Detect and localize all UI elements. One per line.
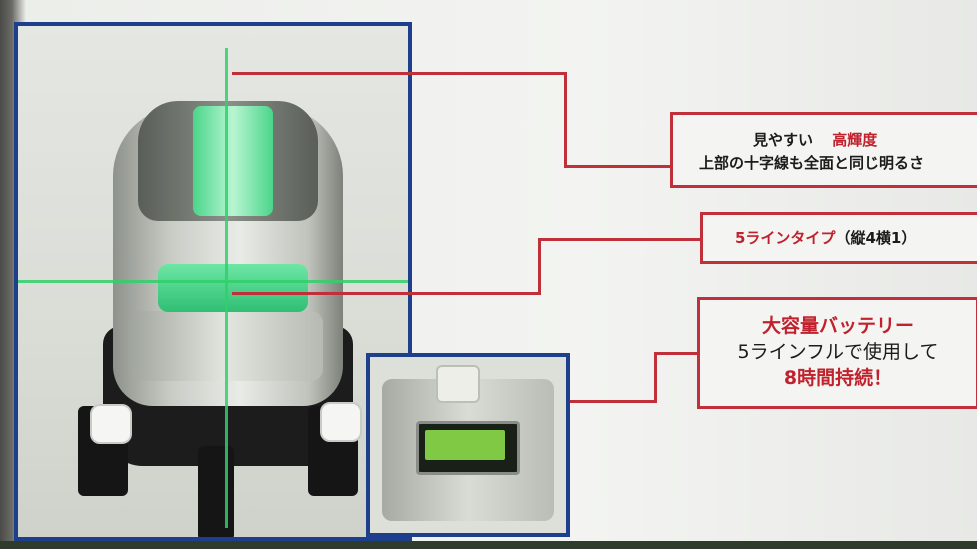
laser-emitter-band bbox=[158, 264, 308, 312]
connector-line-1a bbox=[232, 72, 566, 75]
laser-emitter-window bbox=[193, 106, 273, 216]
battery-lcd-display bbox=[416, 421, 520, 475]
battery-handle bbox=[436, 365, 480, 403]
line-type-detail: （縦4横1） bbox=[835, 229, 917, 247]
battery-lcd-screen bbox=[425, 430, 505, 460]
connector-line-2a bbox=[232, 292, 540, 295]
leveling-knob-right bbox=[320, 402, 362, 442]
brightness-prefix: 見やすい bbox=[753, 131, 814, 149]
connector-line-3b bbox=[654, 352, 657, 403]
line-type-highlight: 5ラインタイプ bbox=[735, 229, 836, 247]
brightness-line2: 上部の十字線も全面と同じ明るさ bbox=[699, 154, 925, 172]
callout-line-type: 5ラインタイプ（縦4横1） bbox=[700, 212, 977, 264]
horizontal-laser-line bbox=[18, 280, 408, 283]
bottom-strip bbox=[0, 541, 977, 549]
connector-line-1c bbox=[564, 165, 672, 168]
tripod-foot-center bbox=[198, 446, 234, 537]
battery-line2: 5ラインフルで使用して bbox=[737, 341, 939, 363]
product-photo-frame bbox=[14, 22, 412, 541]
callout-battery: 大容量バッテリー 5ラインフルで使用して 8時間持続！ bbox=[697, 297, 977, 409]
leveling-knob-left bbox=[90, 404, 132, 444]
connector-line-3a bbox=[570, 400, 656, 403]
vertical-laser-line bbox=[225, 48, 228, 528]
connector-line-2c bbox=[538, 238, 702, 241]
battery-line1: 大容量バッテリー bbox=[761, 315, 914, 337]
connector-line-1b bbox=[564, 72, 567, 168]
brightness-highlight: 高輝度 bbox=[832, 131, 878, 149]
connector-line-3c bbox=[654, 352, 699, 355]
callout-brightness: 見やすい 高輝度 上部の十字線も全面と同じ明るさ bbox=[670, 112, 977, 188]
connector-line-2b bbox=[538, 238, 541, 295]
callout-brightness-line1: 見やすい 高輝度 bbox=[699, 129, 977, 152]
battery-line3: 8時間持続！ bbox=[783, 367, 893, 389]
battery-photo-frame bbox=[366, 353, 570, 537]
